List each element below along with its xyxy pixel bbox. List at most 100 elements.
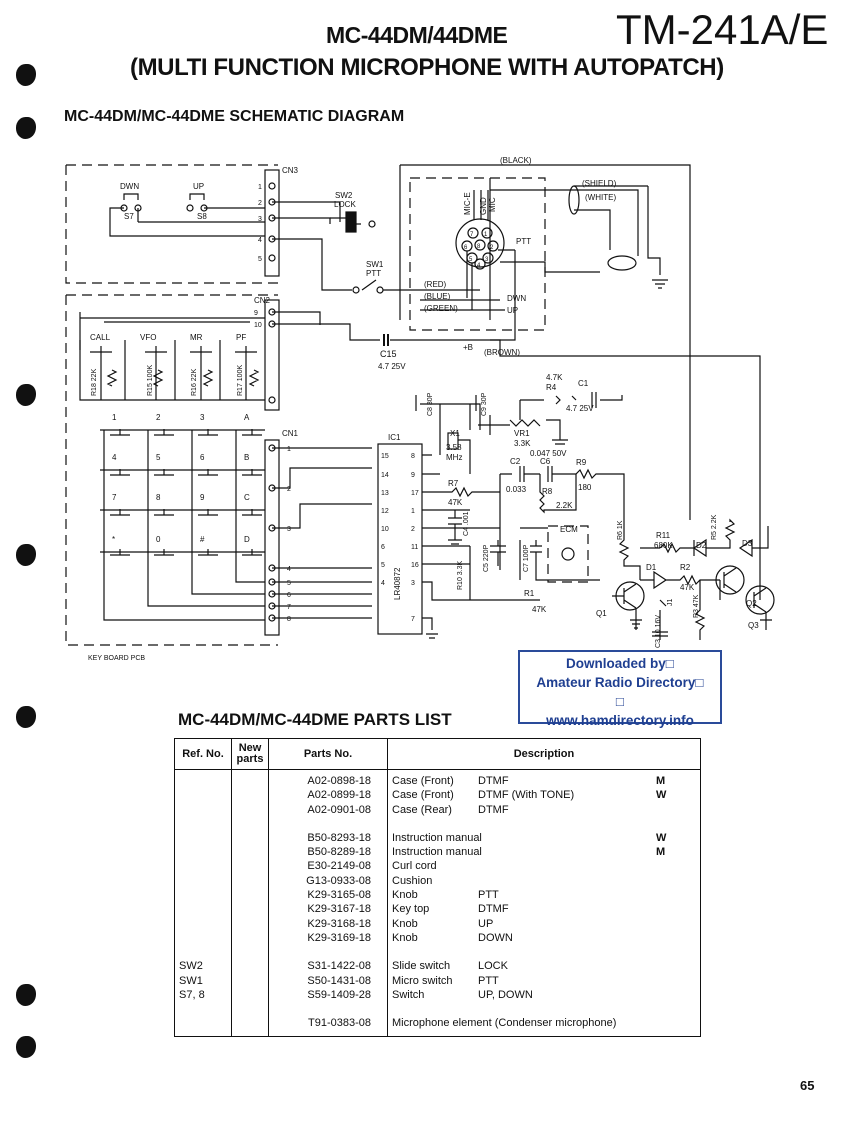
key-label: * bbox=[112, 535, 115, 544]
destination-code bbox=[656, 803, 676, 817]
description-text: Knob bbox=[392, 931, 418, 944]
ic-pin-number: 6 bbox=[381, 544, 385, 551]
description-detail: PTT bbox=[478, 889, 499, 902]
label-c7: C7 100P bbox=[523, 544, 530, 572]
mic-pin-number: 4 bbox=[477, 263, 481, 269]
destination-code bbox=[656, 902, 676, 916]
destination-code bbox=[656, 888, 676, 902]
description-text: Curl cord bbox=[392, 860, 437, 873]
label-cn1: CN1 bbox=[282, 429, 299, 438]
mic-pin-number: 6 bbox=[464, 245, 468, 251]
key-label: 5 bbox=[156, 453, 161, 462]
cn1-pin-number: 4 bbox=[287, 566, 291, 573]
label-r4: R4 bbox=[546, 383, 557, 392]
label-c6: C6 bbox=[540, 457, 551, 466]
destination-code bbox=[656, 859, 676, 873]
ic1-chip bbox=[377, 443, 423, 635]
label-x1-unit: MHz bbox=[446, 453, 462, 462]
ref-cell bbox=[179, 831, 227, 845]
cn1-pin-number: 3 bbox=[287, 526, 291, 533]
label-c3: C3 10 16V bbox=[655, 615, 662, 648]
watermark-line: Downloaded by□ bbox=[566, 656, 674, 671]
page-subtitle: (MULTI FUNCTION MICROPHONE WITH AUTOPATC… bbox=[130, 54, 724, 81]
part-number-cell: G13-0933-08 bbox=[306, 874, 371, 887]
label-mic: MIC bbox=[488, 197, 497, 212]
label-call: CALL bbox=[90, 333, 111, 342]
cn3-pin-number: 4 bbox=[258, 237, 262, 244]
ic-pin-number: 11 bbox=[411, 544, 418, 551]
mic-pin-number: 8 bbox=[477, 244, 481, 250]
description-text: Instruction manual bbox=[392, 831, 482, 844]
label-c1-value: 4.7 25V bbox=[566, 404, 594, 413]
label-cn3: CN3 bbox=[282, 166, 299, 175]
part-number-cell: B50-8289-18 bbox=[307, 846, 371, 859]
page-number: 65 bbox=[800, 1078, 815, 1093]
punch-hole bbox=[16, 117, 36, 139]
ic-pin-number: 7 bbox=[411, 616, 415, 623]
label-vr1: VR1 bbox=[514, 429, 530, 438]
ref-cell bbox=[179, 774, 227, 788]
label-vfo: VFO bbox=[140, 333, 156, 342]
label-up: UP bbox=[193, 182, 204, 191]
description-text: Micro switch bbox=[392, 974, 453, 987]
label-c6-value: 0.047 50V bbox=[530, 449, 567, 458]
cn2-pin-number: 10 bbox=[254, 322, 262, 329]
ic-pin-number: 17 bbox=[411, 490, 419, 497]
punch-hole bbox=[16, 544, 36, 566]
destination-code: M bbox=[656, 846, 666, 859]
part-number-cell: K29-3168-18 bbox=[307, 917, 371, 930]
ref-cell bbox=[179, 859, 227, 873]
punch-hole bbox=[16, 64, 36, 86]
label-r8: R8 bbox=[542, 487, 553, 496]
description-detail: DTMF bbox=[478, 803, 509, 816]
new-column bbox=[231, 769, 269, 1038]
ic-pin-number: 4 bbox=[381, 580, 385, 587]
part-number-cell: T91-0383-08 bbox=[308, 1017, 371, 1030]
punch-hole bbox=[16, 1036, 36, 1058]
label-r3: R3 47K bbox=[693, 594, 700, 618]
part-number-cell: A02-0899-18 bbox=[307, 789, 371, 802]
label-r2-value: 47K bbox=[680, 583, 695, 592]
description-detail: UP, DOWN bbox=[478, 988, 533, 1001]
label-c4: C4 .001 bbox=[463, 511, 470, 536]
label-sw1: SW1 bbox=[366, 260, 384, 269]
label-mic-e: MIC-E bbox=[463, 192, 472, 215]
key-label: A bbox=[244, 413, 250, 422]
label-vr1-value: 3.3K bbox=[514, 439, 531, 448]
mic-pin-number: 5 bbox=[469, 257, 473, 263]
label-r1-value: 47K bbox=[532, 605, 547, 614]
download-watermark: Downloaded by□ Amateur Radio Directory□ … bbox=[518, 650, 722, 728]
part-number-cell: B50-8293-18 bbox=[307, 831, 371, 844]
pin-labels: 1234591012345678151413121065489171211163… bbox=[254, 184, 494, 623]
punch-hole bbox=[16, 706, 36, 728]
ic-pin-number: 3 bbox=[411, 580, 415, 587]
watermark-url: www.hamdirectory.info bbox=[546, 713, 694, 728]
description-cell: Cushion bbox=[392, 874, 696, 888]
cn1-pin-number: 6 bbox=[287, 592, 291, 599]
ic-pin-number: 16 bbox=[411, 562, 419, 569]
label-white: (WHITE) bbox=[585, 193, 616, 202]
cn3-pin-number: 1 bbox=[258, 184, 262, 191]
destination-code: M bbox=[656, 775, 666, 787]
description-detail: PTT bbox=[478, 974, 499, 987]
description-detail: DOWN bbox=[478, 931, 513, 944]
label-j1: J1 bbox=[667, 599, 674, 607]
cn2-connector bbox=[264, 299, 280, 411]
label-c2: C2 bbox=[510, 457, 521, 466]
label-lock: LOCK bbox=[334, 200, 356, 209]
label-ecm: ECM bbox=[560, 525, 578, 534]
punch-hole bbox=[16, 384, 36, 406]
label-pf: PF bbox=[236, 333, 246, 342]
ic-pin-number: 5 bbox=[381, 562, 385, 569]
cn2-pin-number: 9 bbox=[254, 310, 258, 317]
label-s8: S8 bbox=[197, 212, 207, 221]
cn1-pin-number: 1 bbox=[287, 446, 291, 453]
label-d2: D2 bbox=[696, 541, 707, 550]
cn1-pin-number: 5 bbox=[287, 580, 291, 587]
watermark-line: □ bbox=[615, 694, 625, 709]
ic-pin-number: 8 bbox=[411, 453, 415, 460]
